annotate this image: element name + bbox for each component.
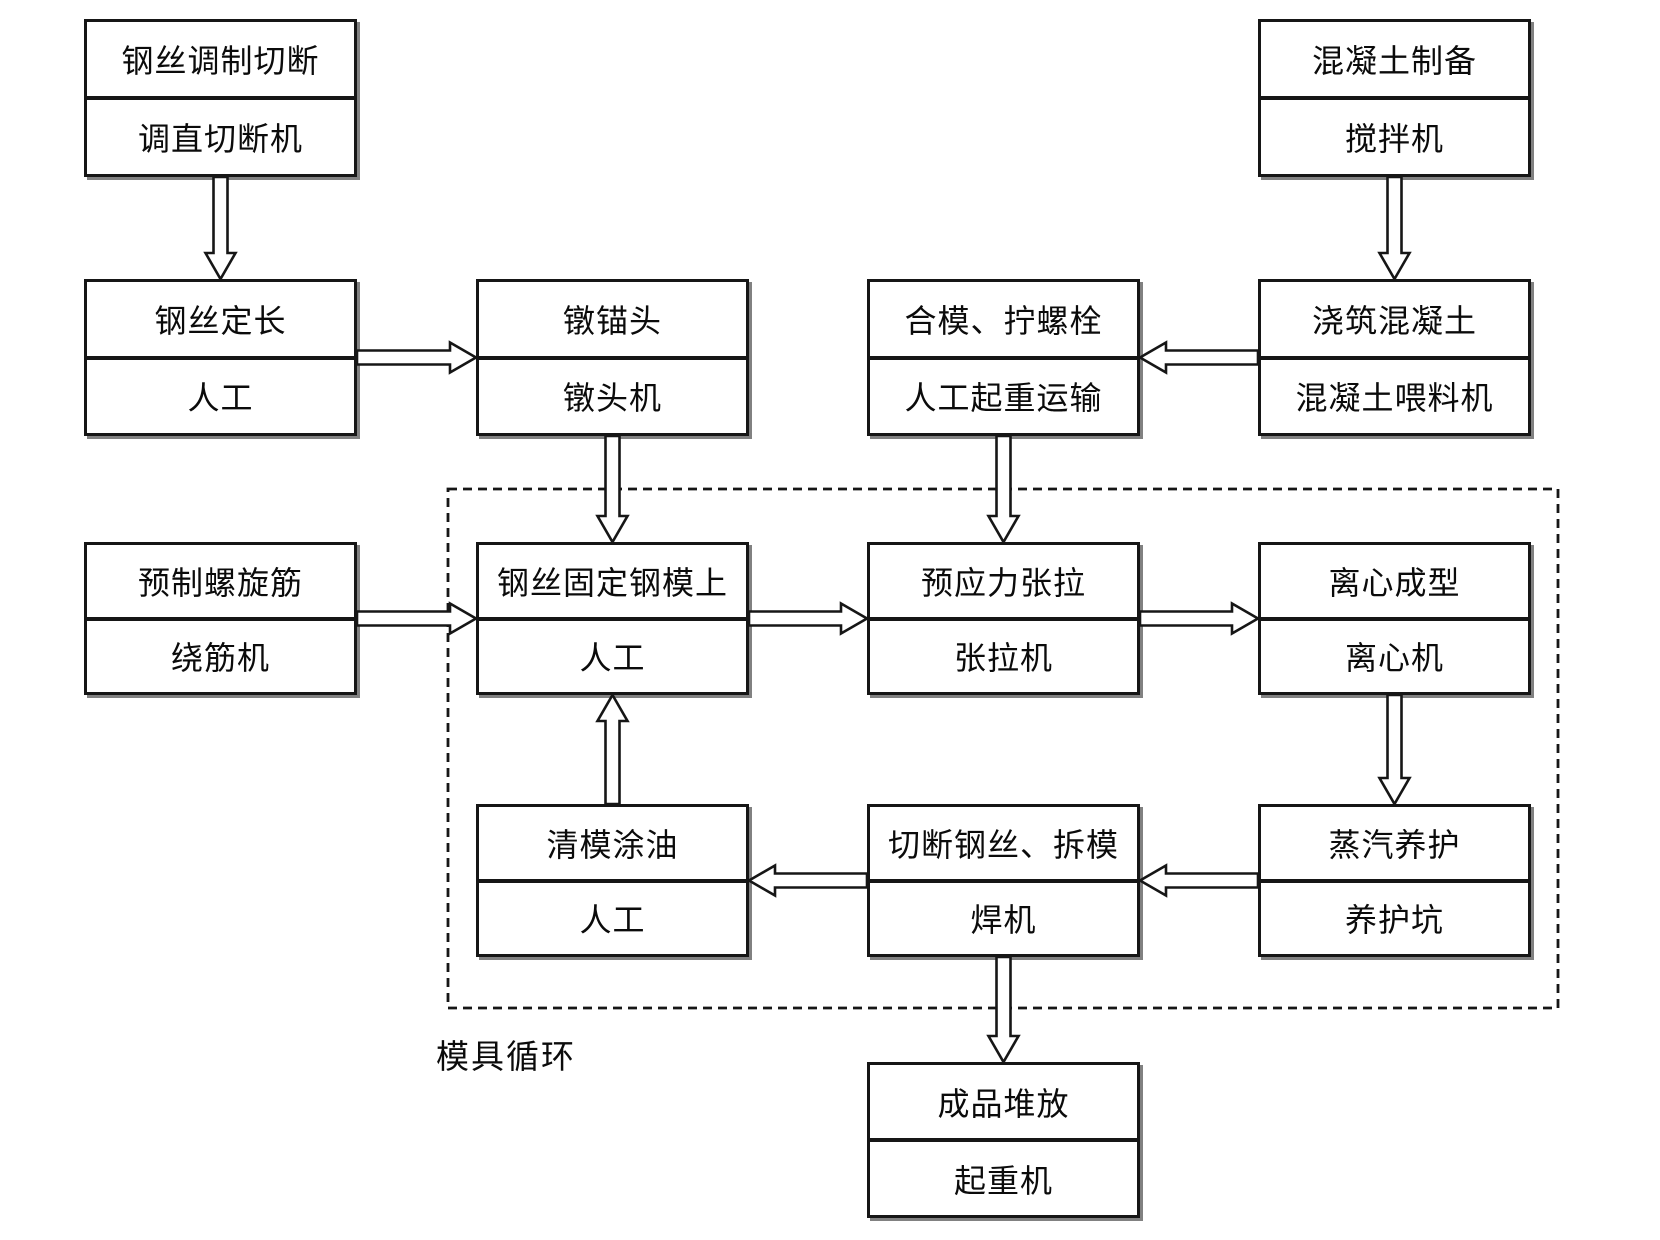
flow-box-cut-wire-demolding: 切断钢丝、拆模焊机 — [867, 804, 1140, 957]
equipment-label: 绕筋机 — [170, 640, 270, 677]
equipment-label: 人工起重运输 — [904, 380, 1103, 417]
process-label: 钢丝固定钢模上 — [479, 545, 746, 621]
equipment-label: 人工 — [579, 640, 646, 677]
flow-arrow-wire-fixed-length-to-upset-anchor-head — [355, 340, 479, 375]
flow-arrow-prefab-spiral-rebar-to-fix-wire-on-mold — [355, 601, 479, 636]
flow-box-prefab-spiral-rebar: 预制螺旋筋绕筋机 — [84, 542, 357, 695]
flow-box-wire-tempering-cutting: 钢丝调制切断调直切断机 — [84, 19, 357, 177]
process-label: 离心成型 — [1261, 545, 1528, 621]
process-label: 预应力张拉 — [870, 545, 1137, 621]
flow-box-close-mold-tighten-bolts: 合模、拧螺栓人工起重运输 — [867, 279, 1140, 436]
flow-box-upset-anchor-head: 镦锚头镦头机 — [476, 279, 749, 436]
equipment-label: 人工 — [579, 902, 646, 939]
flow-arrow-steam-curing-to-cut-wire-demolding — [1137, 863, 1260, 898]
flow-box-wire-fixed-length: 钢丝定长人工 — [84, 279, 357, 436]
process-label: 混凝土制备 — [1261, 22, 1528, 100]
equipment-label: 离心机 — [1344, 640, 1444, 677]
flow-arrow-wire-tempering-cutting-to-wire-fixed-length — [203, 175, 238, 282]
process-label: 钢丝定长 — [87, 282, 354, 360]
flow-arrow-prestress-tensioning-to-centrifugal-forming — [1138, 601, 1261, 636]
equipment-label: 养护坑 — [1344, 902, 1444, 939]
equipment-label: 搅拌机 — [1344, 121, 1444, 157]
flow-box-product-stacking: 成品堆放起重机 — [867, 1062, 1140, 1218]
equipment-label: 镦头机 — [562, 380, 662, 417]
process-label: 蒸汽养护 — [1261, 807, 1528, 883]
mold-cycle-label: 模具循环 — [436, 1040, 576, 1076]
flow-box-prestress-tensioning: 预应力张拉张拉机 — [867, 542, 1140, 695]
flow-arrow-clean-mold-oiling-to-fix-wire-on-mold — [595, 692, 630, 806]
equipment-label: 调直切断机 — [137, 121, 303, 157]
process-label: 浇筑混凝土 — [1261, 282, 1528, 360]
flow-arrow-upset-anchor-head-to-fix-wire-on-mold — [595, 434, 630, 545]
flow-box-steam-curing: 蒸汽养护养护坑 — [1258, 804, 1531, 957]
flow-arrow-concrete-preparation-to-pour-concrete — [1377, 175, 1412, 282]
flow-box-centrifugal-forming: 离心成型离心机 — [1258, 542, 1531, 695]
process-label: 钢丝调制切断 — [87, 22, 354, 100]
equipment-label: 起重机 — [953, 1162, 1053, 1199]
equipment-label: 混凝土喂料机 — [1295, 380, 1494, 417]
process-label: 切断钢丝、拆模 — [870, 807, 1137, 883]
flow-box-concrete-preparation: 混凝土制备搅拌机 — [1258, 19, 1531, 177]
flow-arrow-close-mold-tighten-bolts-to-prestress-tensioning — [986, 434, 1021, 545]
flow-arrow-pour-concrete-to-close-mold-tighten-bolts — [1137, 340, 1260, 375]
process-label: 合模、拧螺栓 — [870, 282, 1137, 360]
flow-box-clean-mold-oiling: 清模涂油人工 — [476, 804, 749, 957]
flow-arrow-cut-wire-demolding-to-clean-mold-oiling — [746, 863, 869, 898]
process-label: 成品堆放 — [870, 1065, 1137, 1142]
equipment-label: 张拉机 — [953, 640, 1053, 677]
process-label: 镦锚头 — [479, 282, 746, 360]
equipment-label: 焊机 — [970, 902, 1037, 939]
flow-box-pour-concrete: 浇筑混凝土混凝土喂料机 — [1258, 279, 1531, 436]
flow-arrow-fix-wire-on-mold-to-prestress-tensioning — [747, 601, 870, 636]
process-label: 预制螺旋筋 — [87, 545, 354, 621]
flow-box-fix-wire-on-mold: 钢丝固定钢模上人工 — [476, 542, 749, 695]
equipment-label: 人工 — [187, 380, 254, 417]
process-label: 清模涂油 — [479, 807, 746, 883]
flow-arrow-cut-wire-demolding-to-product-stacking — [986, 955, 1021, 1065]
flow-arrow-centrifugal-forming-to-steam-curing — [1377, 693, 1412, 807]
